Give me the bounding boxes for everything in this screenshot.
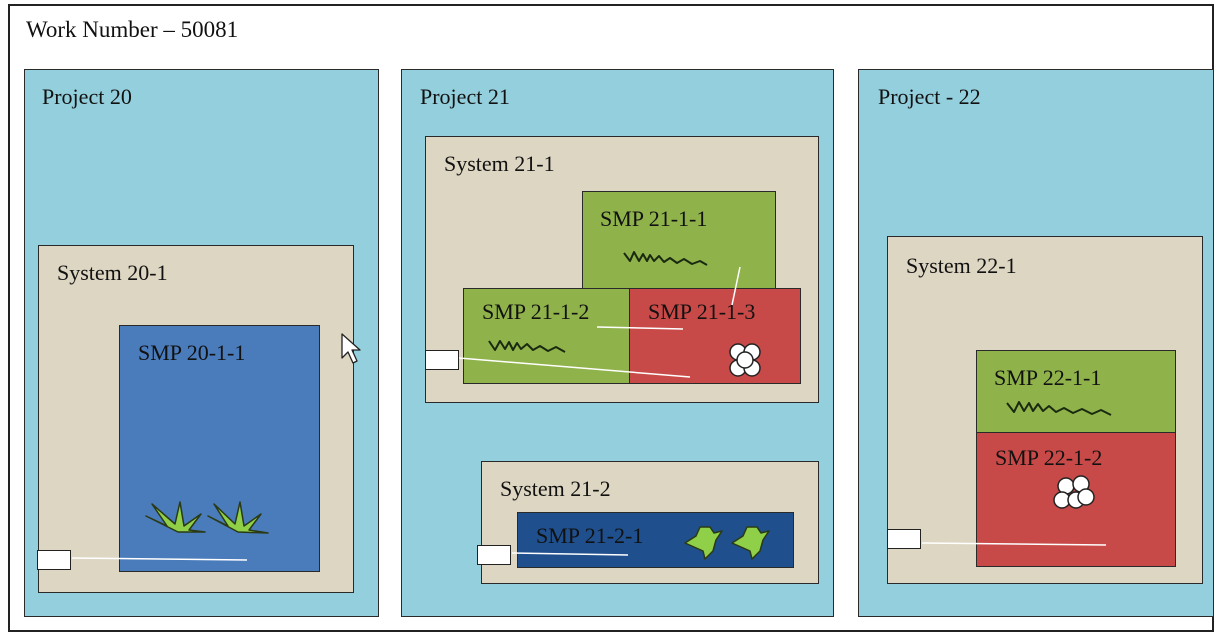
system-21-1-tab[interactable] <box>425 350 459 370</box>
smp-21-1-3-label: SMP 21-1-3 <box>648 299 756 324</box>
smp-21-1-1-label: SMP 21-1-1 <box>600 206 708 231</box>
work-number-title: Work Number – 50081 <box>26 17 239 42</box>
system-21-2-label: System 21-2 <box>500 476 611 501</box>
smp-22-1-1-label: SMP 22-1-1 <box>994 365 1102 390</box>
smp-21-1-1-box[interactable]: SMP 21-1-1 <box>582 191 776 290</box>
smp-22-1-1-box[interactable]: SMP 22-1-1 <box>976 350 1176 434</box>
smp-20-1-1-label: SMP 20-1-1 <box>138 340 246 365</box>
smp-22-1-2-label: SMP 22-1-2 <box>995 445 1103 470</box>
smp-21-1-2-label: SMP 21-1-2 <box>482 299 590 324</box>
project-22-label: Project - 22 <box>878 84 981 109</box>
system-21-1-label: System 21-1 <box>444 151 555 176</box>
system-20-1-label: System 20-1 <box>57 260 168 285</box>
smp-21-2-1-label: SMP 21-2-1 <box>536 523 644 548</box>
project-21-label: Project 21 <box>420 84 510 109</box>
system-21-2-tab[interactable] <box>477 545 511 565</box>
smp-22-1-2-box[interactable]: SMP 22-1-2 <box>976 432 1176 567</box>
system-20-1-tab[interactable] <box>37 550 71 570</box>
smp-21-2-1-box[interactable]: SMP 21-2-1 <box>517 512 794 568</box>
smp-21-1-2-box[interactable]: SMP 21-1-2 <box>463 288 631 384</box>
smp-21-1-3-box[interactable]: SMP 21-1-3 <box>629 288 801 384</box>
project-20-label: Project 20 <box>42 84 132 109</box>
system-22-1-label: System 22-1 <box>906 253 1017 278</box>
smp-20-1-1-box[interactable]: SMP 20-1-1 <box>119 325 320 572</box>
system-22-1-tab[interactable] <box>887 529 921 549</box>
